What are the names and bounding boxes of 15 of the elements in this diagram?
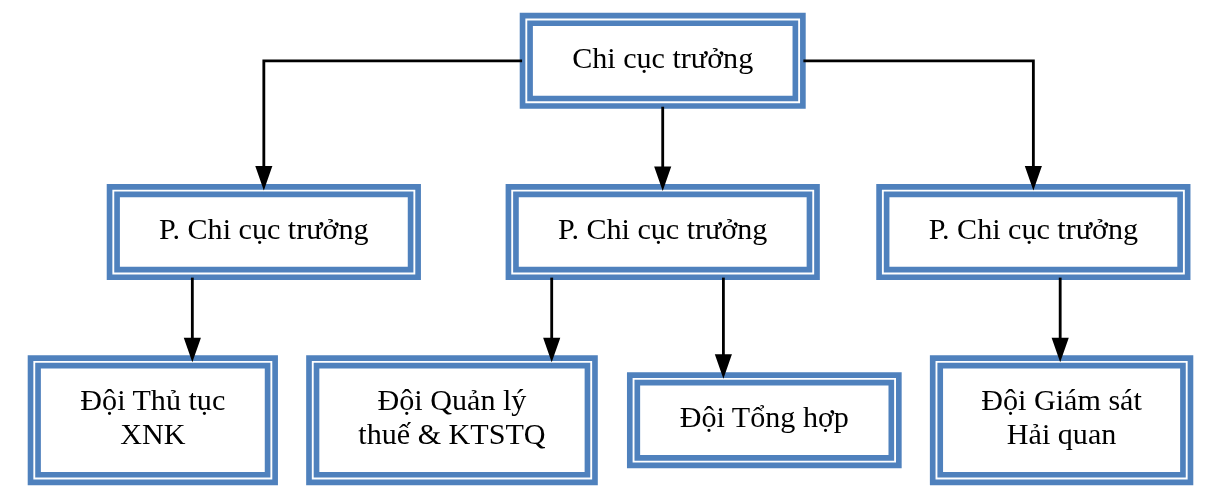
node-box: Đội Quản lý thuế & KTSTQ <box>306 355 598 486</box>
node-box: P. Chi cục trưởng <box>106 184 421 281</box>
arrow <box>543 277 561 363</box>
arrow <box>654 106 672 191</box>
arrow <box>183 277 201 363</box>
node-box: Chi cục trưởng <box>519 12 806 109</box>
node-box: Đội Tổng hợp <box>626 372 902 469</box>
arrow <box>1051 277 1069 363</box>
arrow <box>803 59 1042 191</box>
node-box: Đội Thủ tục XNK <box>27 355 278 486</box>
node-box: P. Chi cục trưởng <box>876 184 1191 281</box>
arrow <box>255 59 523 191</box>
node-box: P. Chi cục trưởng <box>505 184 820 281</box>
node-box: Đội Giám sát Hải quan <box>929 355 1194 486</box>
arrow <box>714 277 732 379</box>
